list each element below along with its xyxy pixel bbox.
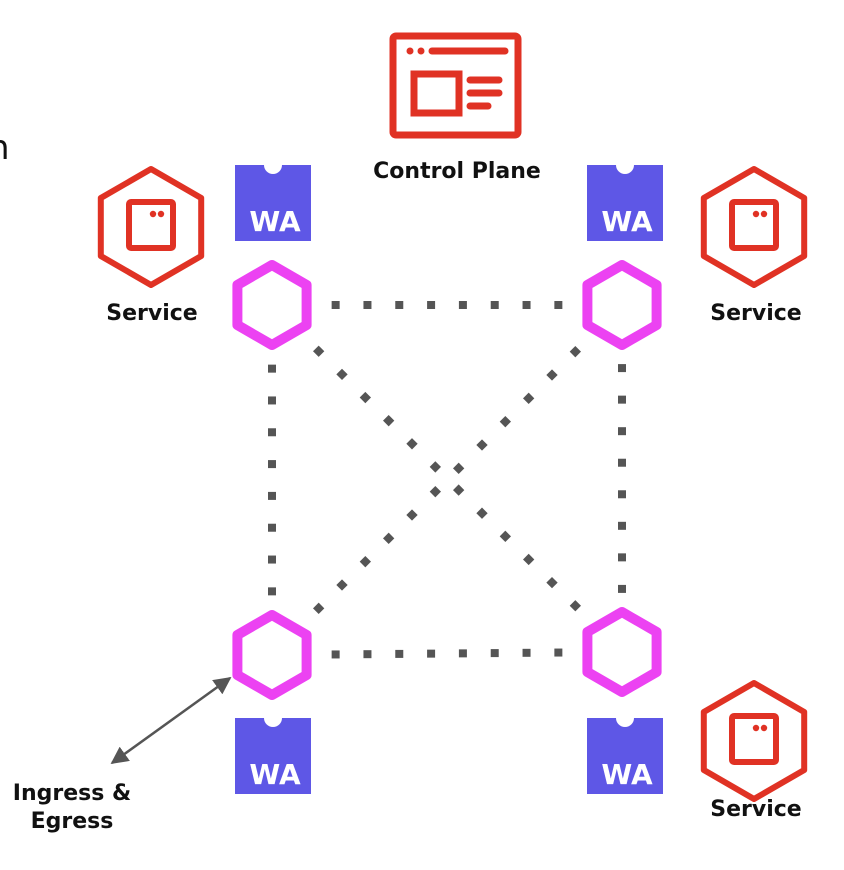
mesh-node-bottom-right xyxy=(582,607,662,697)
service-hexagon-icon xyxy=(97,166,205,288)
connector-dot xyxy=(427,649,436,658)
connector-dot xyxy=(476,439,488,451)
connector-dot xyxy=(453,484,465,496)
connector-dot xyxy=(331,650,340,659)
connector-dot xyxy=(313,602,325,614)
connector-dot xyxy=(458,649,467,658)
connector-dot xyxy=(618,521,626,530)
connector-dot xyxy=(383,415,395,427)
service-label-bottom-right: Service xyxy=(710,797,802,822)
connector-dot xyxy=(268,491,276,500)
service-label-top-right: Service xyxy=(710,301,802,326)
connector-dot xyxy=(554,301,563,309)
wa-badge-top-left: WA xyxy=(235,165,311,241)
control-plane-label: Control Plane xyxy=(373,159,541,184)
connector-dot xyxy=(546,576,558,589)
connector-dot xyxy=(618,458,626,467)
connector-dot xyxy=(522,648,531,657)
connector-dot xyxy=(336,368,348,381)
connector-dot xyxy=(268,428,276,437)
connector-dot xyxy=(523,553,535,566)
connector-dot xyxy=(522,301,531,309)
control-plane-icon xyxy=(389,32,522,139)
ingress-egress-arrow xyxy=(110,676,232,765)
wa-badges: WA WA WA WA xyxy=(235,165,663,794)
connector-dot xyxy=(476,507,488,519)
connector-dot xyxy=(499,416,511,428)
wa-badge-bottom-left: WA xyxy=(235,718,311,794)
service-hexagon-icon xyxy=(700,166,808,288)
connector-dot xyxy=(554,648,563,657)
connector-dot xyxy=(618,584,626,593)
wa-badge-bottom-right: WA xyxy=(587,718,663,794)
mesh-nodes xyxy=(232,260,662,700)
connector-dot xyxy=(569,346,581,358)
connector-dot xyxy=(268,396,276,405)
connector-dot xyxy=(336,579,348,591)
ingress-label-line1: Ingress & xyxy=(12,781,132,806)
connector-dot xyxy=(618,427,626,436)
connector-dot xyxy=(363,301,372,309)
connector-dot xyxy=(383,532,395,544)
connector-dot xyxy=(331,301,340,309)
connector-dot xyxy=(618,395,626,404)
connector-dot xyxy=(395,649,404,658)
wa-badge-text: WA xyxy=(601,758,653,791)
connector-dot xyxy=(490,649,499,658)
service-label-top-left: Service xyxy=(106,301,198,326)
mesh-connectors xyxy=(268,301,626,659)
connector-dot xyxy=(359,556,371,568)
connector-dot xyxy=(268,460,276,469)
connector-dot xyxy=(618,553,626,562)
connector-dot xyxy=(359,391,371,404)
connector-dot xyxy=(546,369,558,381)
connector-dot xyxy=(429,486,441,498)
wa-badge-text: WA xyxy=(601,205,653,238)
connector-dot xyxy=(268,364,276,373)
connector-dot xyxy=(429,461,441,473)
connector-dot xyxy=(406,438,418,450)
service-hexagon-icon xyxy=(700,680,808,802)
mesh-node-bottom-left xyxy=(232,610,312,700)
connector-dot xyxy=(268,555,276,564)
connector-dot xyxy=(458,301,467,309)
connector-dot xyxy=(363,650,372,659)
connector-dot xyxy=(406,509,418,521)
wa-badge-text: WA xyxy=(249,758,301,791)
connector-dot xyxy=(268,523,276,532)
connector-dot xyxy=(395,301,404,309)
connector-dot xyxy=(618,364,626,373)
connector-dot xyxy=(490,301,499,309)
ingress-label: Ingress & Egress xyxy=(0,780,144,836)
wa-badge-top-right: WA xyxy=(587,165,663,241)
wa-badge-text: WA xyxy=(249,205,301,238)
mesh-node-top-left xyxy=(232,260,312,350)
connector-dot xyxy=(569,600,581,612)
connector-dot xyxy=(313,345,325,357)
connector-dot xyxy=(523,392,535,404)
mesh-node-top-right xyxy=(582,260,662,350)
connector-dot xyxy=(618,490,626,499)
partial-text: n xyxy=(0,128,10,168)
connector-dot xyxy=(499,530,511,542)
connector-dot xyxy=(453,462,465,474)
connector-dot xyxy=(427,301,436,309)
ingress-label-line2: Egress xyxy=(30,809,114,834)
connector-dot xyxy=(268,587,276,596)
